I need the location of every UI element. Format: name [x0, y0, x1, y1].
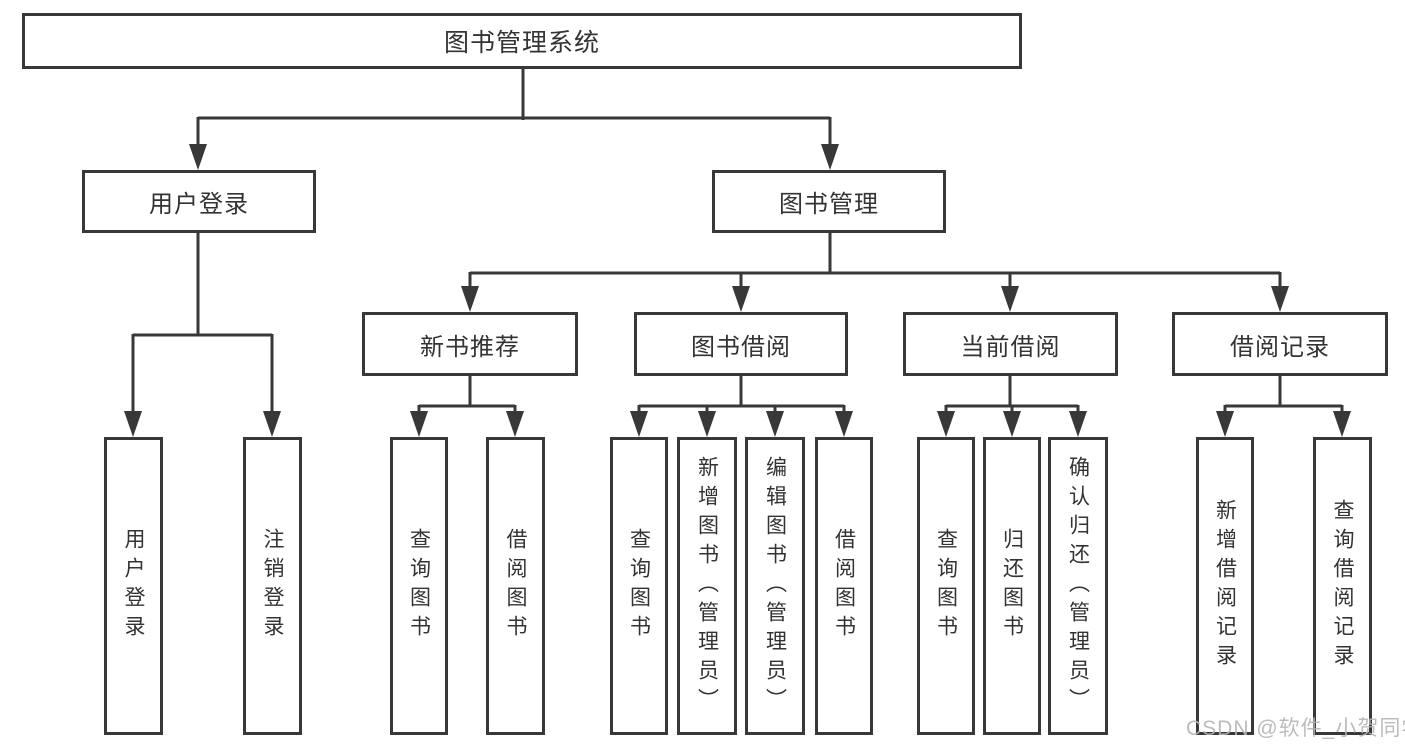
node-book-borrow-label: 图书借阅: [691, 333, 791, 361]
leaf-query-borrow-record-label: 查询借阅记录: [1331, 499, 1354, 673]
leaf-logout-label: 注销登录: [261, 528, 284, 644]
csdn-watermark: CSDN @软件_小贺同学: [1186, 717, 1405, 740]
leaf-user-login: 用户登录: [104, 437, 163, 735]
node-new-book-recommend-label: 新书推荐: [420, 333, 520, 361]
node-book-management-label: 图书管理: [779, 191, 879, 218]
leaf-query-books-borrow: 查询图书: [610, 437, 668, 735]
node-book-borrow: 图书借阅: [634, 312, 848, 376]
node-user-login: 用户登录: [82, 170, 316, 233]
leaf-borrow-books-recommend-label: 借阅图书: [504, 528, 527, 644]
node-borrow-record: 借阅记录: [1172, 312, 1388, 376]
leaf-add-borrow-record-label: 新增借阅记录: [1213, 499, 1237, 673]
node-current-borrow: 当前借阅: [903, 312, 1118, 376]
leaf-logout: 注销登录: [243, 437, 302, 735]
node-user-login-label: 用户登录: [149, 191, 249, 218]
node-current-borrow-label: 当前借阅: [960, 333, 1061, 361]
node-book-management: 图书管理: [712, 170, 946, 233]
leaf-query-borrow-record: 查询借阅记录: [1313, 437, 1372, 735]
leaf-query-books-current-label: 查询图书: [934, 528, 958, 644]
leaf-query-books-recommend-label: 查询图书: [407, 528, 431, 644]
leaf-add-borrow-record: 新增借阅记录: [1196, 437, 1254, 735]
leaf-return-book: 归还图书: [983, 437, 1041, 735]
leaf-add-book-admin-label: 新增图书（管理员）: [695, 455, 719, 717]
node-root-system: 图书管理系统: [22, 13, 1022, 69]
leaf-query-books-borrow-label: 查询图书: [627, 528, 651, 644]
node-borrow-record-label: 借阅记录: [1230, 333, 1330, 361]
leaf-user-login-label: 用户登录: [122, 528, 145, 644]
node-new-book-recommend: 新书推荐: [362, 312, 578, 376]
leaf-edit-book-admin-label: 编辑图书（管理员）: [763, 455, 787, 717]
leaf-confirm-return-admin-label: 确认归还（管理员）: [1066, 455, 1090, 717]
leaf-query-books-current: 查询图书: [917, 437, 975, 735]
leaf-confirm-return-admin: 确认归还（管理员）: [1048, 437, 1108, 735]
leaf-add-book-admin: 新增图书（管理员）: [677, 437, 737, 735]
leaf-borrow-books-recommend: 借阅图书: [486, 437, 545, 735]
leaf-edit-book-admin: 编辑图书（管理员）: [745, 437, 805, 735]
leaf-borrow-books-label: 借阅图书: [832, 528, 856, 644]
leaf-borrow-books: 借阅图书: [815, 437, 873, 735]
node-root-label: 图书管理系统: [443, 29, 600, 57]
leaf-return-book-label: 归还图书: [1000, 528, 1024, 644]
leaf-query-books-recommend: 查询图书: [390, 437, 448, 735]
